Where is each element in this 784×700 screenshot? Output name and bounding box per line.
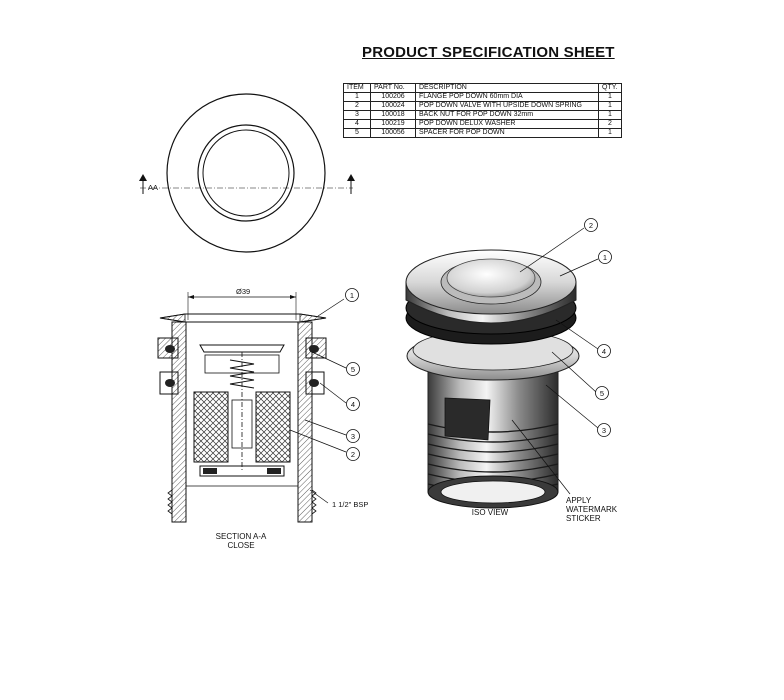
table-row: 5 100056 SPACER FOR POP DOWN 1 (343, 128, 622, 138)
iso-leaders (511, 227, 599, 495)
section-arrow-left (139, 174, 147, 194)
svg-text:5: 5 (351, 365, 355, 374)
section-caption: SECTION A-A CLOSE (206, 532, 276, 550)
section-balloon-5: 5 (346, 362, 360, 376)
section-view (157, 292, 327, 523)
section-arrow-right (347, 174, 355, 194)
svg-text:3: 3 (351, 432, 355, 441)
section-caption-line1: SECTION A-A (215, 532, 267, 541)
iso-view (405, 249, 580, 509)
svg-text:5: 5 (600, 389, 604, 398)
sheet-title: PRODUCT SPECIFICATION SHEET (362, 44, 615, 61)
iso-balloon-4: 4 (597, 344, 611, 358)
svg-text:4: 4 (351, 400, 355, 409)
iso-balloon-1: 1 (598, 250, 612, 264)
section-balloon-3: 3 (346, 429, 360, 443)
svg-text:4: 4 (602, 347, 606, 356)
iso-balloon-2: 2 (584, 218, 598, 232)
section-leaders (289, 298, 347, 504)
watermark-note-line2: WATERMARK (566, 505, 618, 514)
thread-label: 1 1/2" BSP (332, 500, 368, 509)
section-balloon-4: 4 (346, 397, 360, 411)
iso-balloon-5: 5 (595, 386, 609, 400)
svg-text:1: 1 (350, 291, 354, 300)
watermark-note-line3: STICKER (566, 514, 601, 523)
section-balloon-1: 1 (345, 288, 359, 302)
svg-text:2: 2 (351, 450, 355, 459)
section-caption-line2: CLOSE (227, 541, 255, 550)
svg-text:1: 1 (603, 253, 607, 262)
svg-text:2: 2 (589, 221, 593, 230)
section-balloon-2: 2 (346, 447, 360, 461)
iso-balloon-3: 3 (597, 423, 611, 437)
iso-caption: ISO VIEW (471, 508, 509, 517)
plan-view: AA (139, 93, 355, 253)
svg-text:3: 3 (602, 426, 606, 435)
bill-of-materials-table: ITEM PART No. DESCRIPTION QTY. 1 100206 … (343, 83, 622, 138)
watermark-note-line1: APPLY (566, 496, 592, 505)
cell-qty: 1 (598, 128, 622, 138)
watermark-note: APPLY WATERMARK STICKER (566, 496, 636, 523)
diameter-dimension: Ø39 (236, 287, 250, 296)
section-marker-label: AA (148, 183, 158, 192)
